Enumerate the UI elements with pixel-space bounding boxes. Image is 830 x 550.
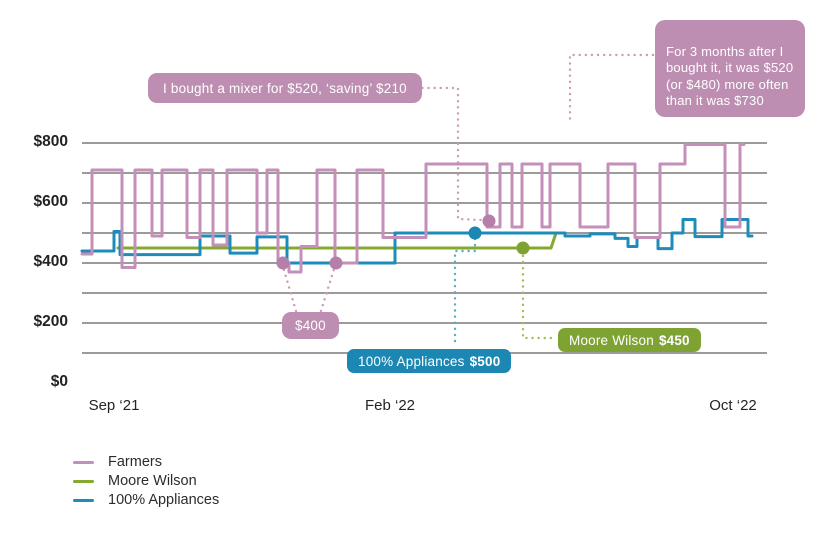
marker-dot-farmers-1	[329, 256, 343, 270]
annotation-three-months: For 3 months after I bought it, it was $…	[655, 20, 805, 117]
y-axis-label-800: $800	[34, 133, 68, 150]
annotation-400-price-text: $400	[295, 318, 326, 333]
annotation-connector-2	[282, 268, 298, 313]
annotation-moore-value: $450	[658, 332, 690, 348]
legend-item-moore-wilson: Moore Wilson	[73, 472, 219, 490]
y-axis-label-0: $0	[51, 373, 68, 390]
farmers-line-swatch-icon	[73, 460, 94, 464]
annotation-400-price: $400	[282, 312, 339, 339]
annotation-appliances-value: $500	[469, 353, 501, 369]
y-axis-label-400: $400	[34, 253, 68, 270]
marker-dot-farmers-2	[482, 214, 496, 228]
marker-dot-100-appliances-3	[468, 226, 482, 240]
marker-dot-moore-wilson-4	[516, 241, 530, 255]
legend-item-appliances: 100% Appliances	[73, 491, 219, 509]
legend-item-farmers: Farmers	[73, 453, 219, 471]
marker-dot-farmers-0	[276, 256, 290, 270]
series-line-farmers	[80, 143, 746, 274]
legend-label-moore-wilson: Moore Wilson	[108, 473, 197, 489]
annotation-connector-3	[319, 267, 336, 313]
legend-label-appliances: 100% Appliances	[108, 492, 220, 508]
annotation-moore-price: Moore Wilson $450	[558, 328, 701, 352]
annotation-connector-0	[396, 86, 485, 222]
legend-label-farmers: Farmers	[108, 454, 162, 470]
annotation-connector-1	[568, 53, 655, 124]
appliances-line-swatch-icon	[73, 498, 94, 502]
series-line-moore-wilson	[116, 231, 561, 250]
series-line-100-appliances	[80, 218, 754, 265]
annotation-moore-name: Moore Wilson	[569, 332, 654, 348]
annotation-appliances-price: 100% Appliances $500	[347, 349, 512, 373]
annotation-appliances-name: 100% Appliances	[358, 353, 465, 369]
x-axis-label-1: Feb ‘22	[365, 397, 415, 414]
x-axis-label-0: Sep ‘21	[89, 397, 140, 414]
annotation-connector-5	[521, 254, 557, 340]
annotation-three-months-text: For 3 months after I bought it, it was $…	[666, 43, 794, 109]
moore-wilson-line-swatch-icon	[73, 479, 94, 483]
y-axis-label-600: $600	[34, 193, 68, 210]
x-axis-label-2: Oct ‘22	[709, 397, 757, 414]
legend: Farmers Moore Wilson 100% Appliances	[73, 453, 219, 510]
annotation-connector-4	[453, 237, 477, 349]
annotation-bought-mixer: I bought a mixer for $520, ‘saving’ $210	[148, 73, 422, 103]
y-axis-label-200: $200	[34, 313, 68, 330]
annotation-bought-mixer-text: I bought a mixer for $520, ‘saving’ $210	[163, 80, 407, 96]
